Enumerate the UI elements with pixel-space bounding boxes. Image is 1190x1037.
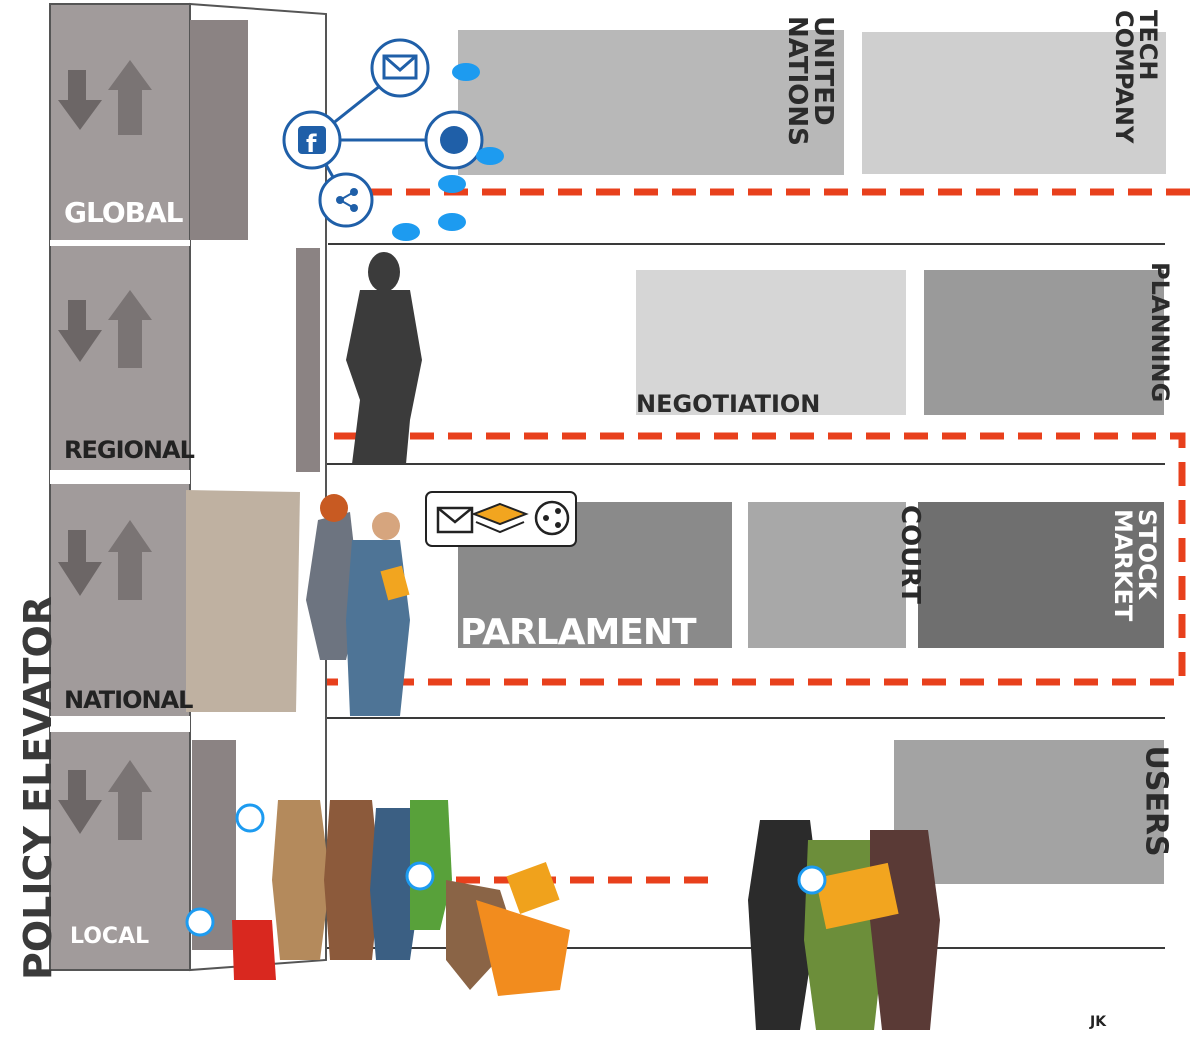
photo-label-stock-line1: STOCK (1133, 509, 1161, 600)
photo-tech-company (862, 32, 1166, 174)
photo-label-tech-line2: COMPANY (1110, 10, 1138, 144)
credit: JK (1090, 1014, 1107, 1030)
photo-label-un: UNITED NATIONS (782, 16, 838, 236)
twitter-icon (392, 63, 504, 241)
photo-label-stock-line2: MARKET (1109, 509, 1137, 622)
photo-label-un-line2: NATIONS (782, 16, 812, 146)
photo-label-negotiation: NEGOTIATION (636, 390, 821, 418)
figure-users-group (748, 820, 940, 1030)
svg-text:f: f (306, 130, 317, 158)
photo-label-un-line1: UNITED (808, 16, 838, 126)
photo-stock-market (918, 502, 1164, 648)
facebook-icon: f (282, 110, 342, 170)
photo-label-parlament: PARLAMENT (460, 612, 697, 653)
photo-label-tech-line1: TECH (1134, 10, 1162, 81)
layers-icon (471, 502, 529, 534)
level-label-local: LOCAL (70, 924, 150, 949)
door-global (190, 20, 248, 240)
photo-un (458, 30, 844, 175)
arrows-local (58, 760, 152, 840)
viber-icon (424, 110, 484, 170)
wifi-icon (185, 803, 827, 937)
share-icon (534, 500, 570, 536)
share-icon (318, 172, 374, 228)
door-regional (296, 248, 320, 472)
figure-local-crowd (232, 800, 570, 996)
photo-label-court: COURT (895, 505, 925, 604)
photo-label-tech: TECH COMPANY (1110, 10, 1162, 210)
arrows-global (58, 60, 152, 135)
title-policy-elevator: POLICY ELEVATOR (16, 595, 60, 980)
email-icon (436, 506, 474, 534)
speech-bubble-national (425, 491, 577, 547)
photo-label-stock: STOCK MARKET (1109, 509, 1161, 659)
arrows-national (58, 520, 152, 600)
email-icon (370, 38, 430, 98)
elevator-arrows (58, 60, 152, 840)
door-national (186, 490, 300, 712)
figure-global-person (346, 252, 422, 464)
photo-court (748, 502, 906, 648)
photo-label-users: USERS (1138, 745, 1174, 857)
level-label-regional: REGIONAL (64, 436, 195, 464)
photos (458, 30, 1166, 884)
level-label-national: NATIONAL (64, 686, 193, 714)
figure-national-people (306, 494, 410, 716)
photo-users (894, 740, 1164, 884)
arrows-regional (58, 290, 152, 368)
photo-planning (924, 270, 1164, 415)
elevator-shaft (49, 2, 327, 972)
photo-label-planning: PLANNING (1146, 262, 1174, 403)
level-label-global: GLOBAL (64, 196, 183, 229)
photo-negotiation (636, 270, 906, 415)
